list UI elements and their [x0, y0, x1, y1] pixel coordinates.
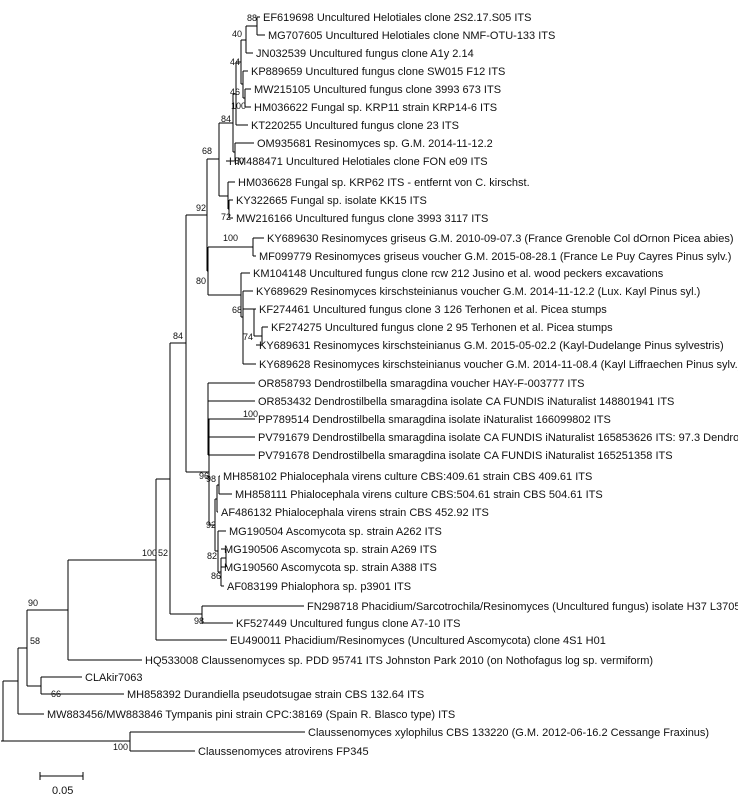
leaf-label: KF274461 Uncultured fungus clone 3 126 T… [259, 304, 607, 316]
leaf-label: PV791678 Dendrostilbella smaragdina isol… [258, 450, 673, 462]
leaf-label: KT220255 Uncultured fungus clone 23 ITS [251, 120, 459, 132]
scale-bar: 0.05 [39, 772, 84, 797]
leaf-label: EU490011 Phacidium/Resinomyces (Uncultur… [230, 635, 606, 647]
bootstrap-value: 68 [232, 305, 242, 315]
leaf-label: HM036628 Fungal sp. KRP62 ITS - entfernt… [238, 177, 530, 189]
tree-branches [1, 16, 305, 752]
bootstrap-value: 88 [247, 13, 257, 23]
bootstrap-value: 90 [28, 598, 38, 608]
leaf-label: PV791679 Dendrostilbella smaragdina isol… [258, 432, 738, 444]
leaf-label: KY689631 Resinomyces kirschsteinianus G.… [259, 340, 724, 352]
leaf-label: OM935681 Resinomyces sp. G.M. 2014-11-12… [257, 138, 493, 150]
leaf-label: MG190504 Ascomycota sp. strain A262 ITS [229, 526, 442, 538]
bootstrap-value: 66 [51, 689, 61, 699]
leaf-label: CLAkir7063 [85, 672, 142, 684]
leaf-label: MH858392 Durandiella pseudotsugae strain… [127, 689, 424, 701]
leaf-label: HM488471 Uncultured Helotiales clone FON… [229, 156, 488, 168]
bootstrap-value: 98 [194, 616, 204, 626]
leaf-label: MG190560 Ascomycota sp. strain A388 ITS [224, 562, 437, 574]
leaf-label: KY689628 Resinomyces kirschsteinianus vo… [259, 359, 738, 371]
bootstrap-value: 100 [113, 742, 128, 752]
bootstrap-support-labels: 8840444610084506892100728074688410096989… [28, 13, 258, 752]
leaf-label: HQ533008 Claussenomyces sp. PDD 95741 IT… [145, 655, 653, 667]
bootstrap-value: 84 [173, 331, 183, 341]
leaf-label: FN298718 Phacidium/Sarcotrochila/Resinom… [307, 601, 738, 613]
leaf-label: EF619698 Uncultured Helotiales clone 2S2… [263, 12, 531, 24]
leaf-label: KY689630 Resinomyces griseus G.M. 2010-0… [267, 233, 734, 245]
bootstrap-value: 46 [230, 87, 240, 97]
leaf-label: KY689629 Resinomyces kirschsteinianus vo… [256, 286, 700, 298]
leaf-label: KM104148 Uncultured fungus clone rcw 212… [253, 268, 664, 280]
bootstrap-value: 72 [221, 212, 231, 222]
leaf-label: AF486132 Phialocephala virens strain CBS… [221, 507, 489, 519]
leaf-label: PP789514 Dendrostilbella smaragdina isol… [258, 414, 611, 426]
bootstrap-value: 100 [142, 548, 157, 558]
leaf-label: MG190506 Ascomycota sp. strain A269 ITS [224, 544, 437, 556]
bootstrap-value: 50 [234, 156, 244, 166]
leaf-label: MW883456/MW883846 Tympanis pini strain C… [47, 709, 455, 721]
bootstrap-value: 92 [206, 520, 216, 530]
scale-bar-label: 0.05 [52, 785, 73, 797]
leaf-label: MW215105 Uncultured fungus clone 3993 67… [254, 84, 501, 96]
bootstrap-value: 86 [211, 571, 221, 581]
bootstrap-value: 80 [196, 276, 206, 286]
bootstrap-value: 40 [232, 29, 242, 39]
bootstrap-value: 100 [231, 101, 246, 111]
leaf-labels: EF619698 Uncultured Helotiales clone 2S2… [47, 12, 738, 758]
leaf-label: KY322665 Fungal sp. isolate KK15 ITS [236, 195, 427, 207]
bootstrap-value: 100 [243, 409, 258, 419]
bootstrap-value: 58 [30, 636, 40, 646]
leaf-label: MW216166 Uncultured fungus clone 3993 31… [236, 213, 488, 225]
leaf-label: OR853432 Dendrostilbella smaragdina isol… [258, 396, 674, 408]
bootstrap-value: 74 [243, 332, 253, 342]
leaf-label: Claussenomyces xylophilus CBS 133220 (G.… [308, 727, 709, 739]
leaf-label: HM036622 Fungal sp. KRP11 strain KRP14-6… [254, 102, 497, 114]
leaf-label: KP889659 Uncultured fungus clone SW015 F… [251, 66, 505, 78]
bootstrap-value: 68 [202, 146, 212, 156]
bootstrap-value: 100 [223, 233, 238, 243]
leaf-label: MG707605 Uncultured Helotiales clone NMF… [268, 30, 555, 42]
leaf-label: Claussenomyces atrovirens FP345 [198, 746, 369, 758]
leaf-label: MH858102 Phialocephala virens culture CB… [223, 471, 592, 483]
leaf-label: JN032539 Uncultured fungus clone A1y 2.1… [256, 48, 474, 60]
leaf-label: KF274275 Uncultured fungus clone 2 95 Te… [271, 322, 613, 334]
bootstrap-value: 92 [196, 203, 206, 213]
bootstrap-value: 96 [199, 471, 209, 481]
bootstrap-value: 44 [230, 57, 240, 67]
leaf-label: OR858793 Dendrostilbella smaragdina vouc… [258, 378, 585, 390]
bootstrap-value: 98 [206, 474, 216, 484]
leaf-label: MH858111 Phialocephala virens culture CB… [235, 489, 603, 501]
bootstrap-value: 82 [207, 551, 217, 561]
bootstrap-value: 52 [158, 548, 168, 558]
leaf-label: AF083199 Phialophora sp. p3901 ITS [227, 581, 411, 593]
leaf-label: MF099779 Resinomyces griseus voucher G.M… [259, 251, 731, 263]
bootstrap-value: 84 [221, 114, 231, 124]
leaf-label: KF527449 Uncultured fungus clone A7-10 I… [236, 618, 460, 630]
